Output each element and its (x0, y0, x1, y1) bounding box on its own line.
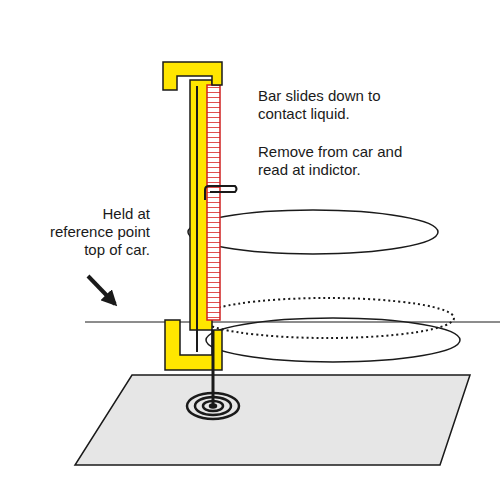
coil-loop (206, 318, 460, 362)
instruction-note: Remove from car and read at indictor. (258, 143, 418, 179)
indicator (205, 186, 237, 200)
probe-rod (212, 330, 215, 404)
top-hook (163, 62, 222, 90)
reference-note: Held at reference point top of car. (42, 205, 150, 259)
coil-loop-dotted (200, 298, 454, 338)
liquid-plane (75, 375, 470, 465)
pointer-arrow (88, 276, 115, 304)
coil-loop (188, 210, 438, 254)
sliding-bar (196, 86, 198, 352)
reference-line (85, 322, 500, 323)
instruction-note: Bar slides down to contact liquid. (258, 87, 418, 123)
ruler-scale (207, 85, 220, 320)
